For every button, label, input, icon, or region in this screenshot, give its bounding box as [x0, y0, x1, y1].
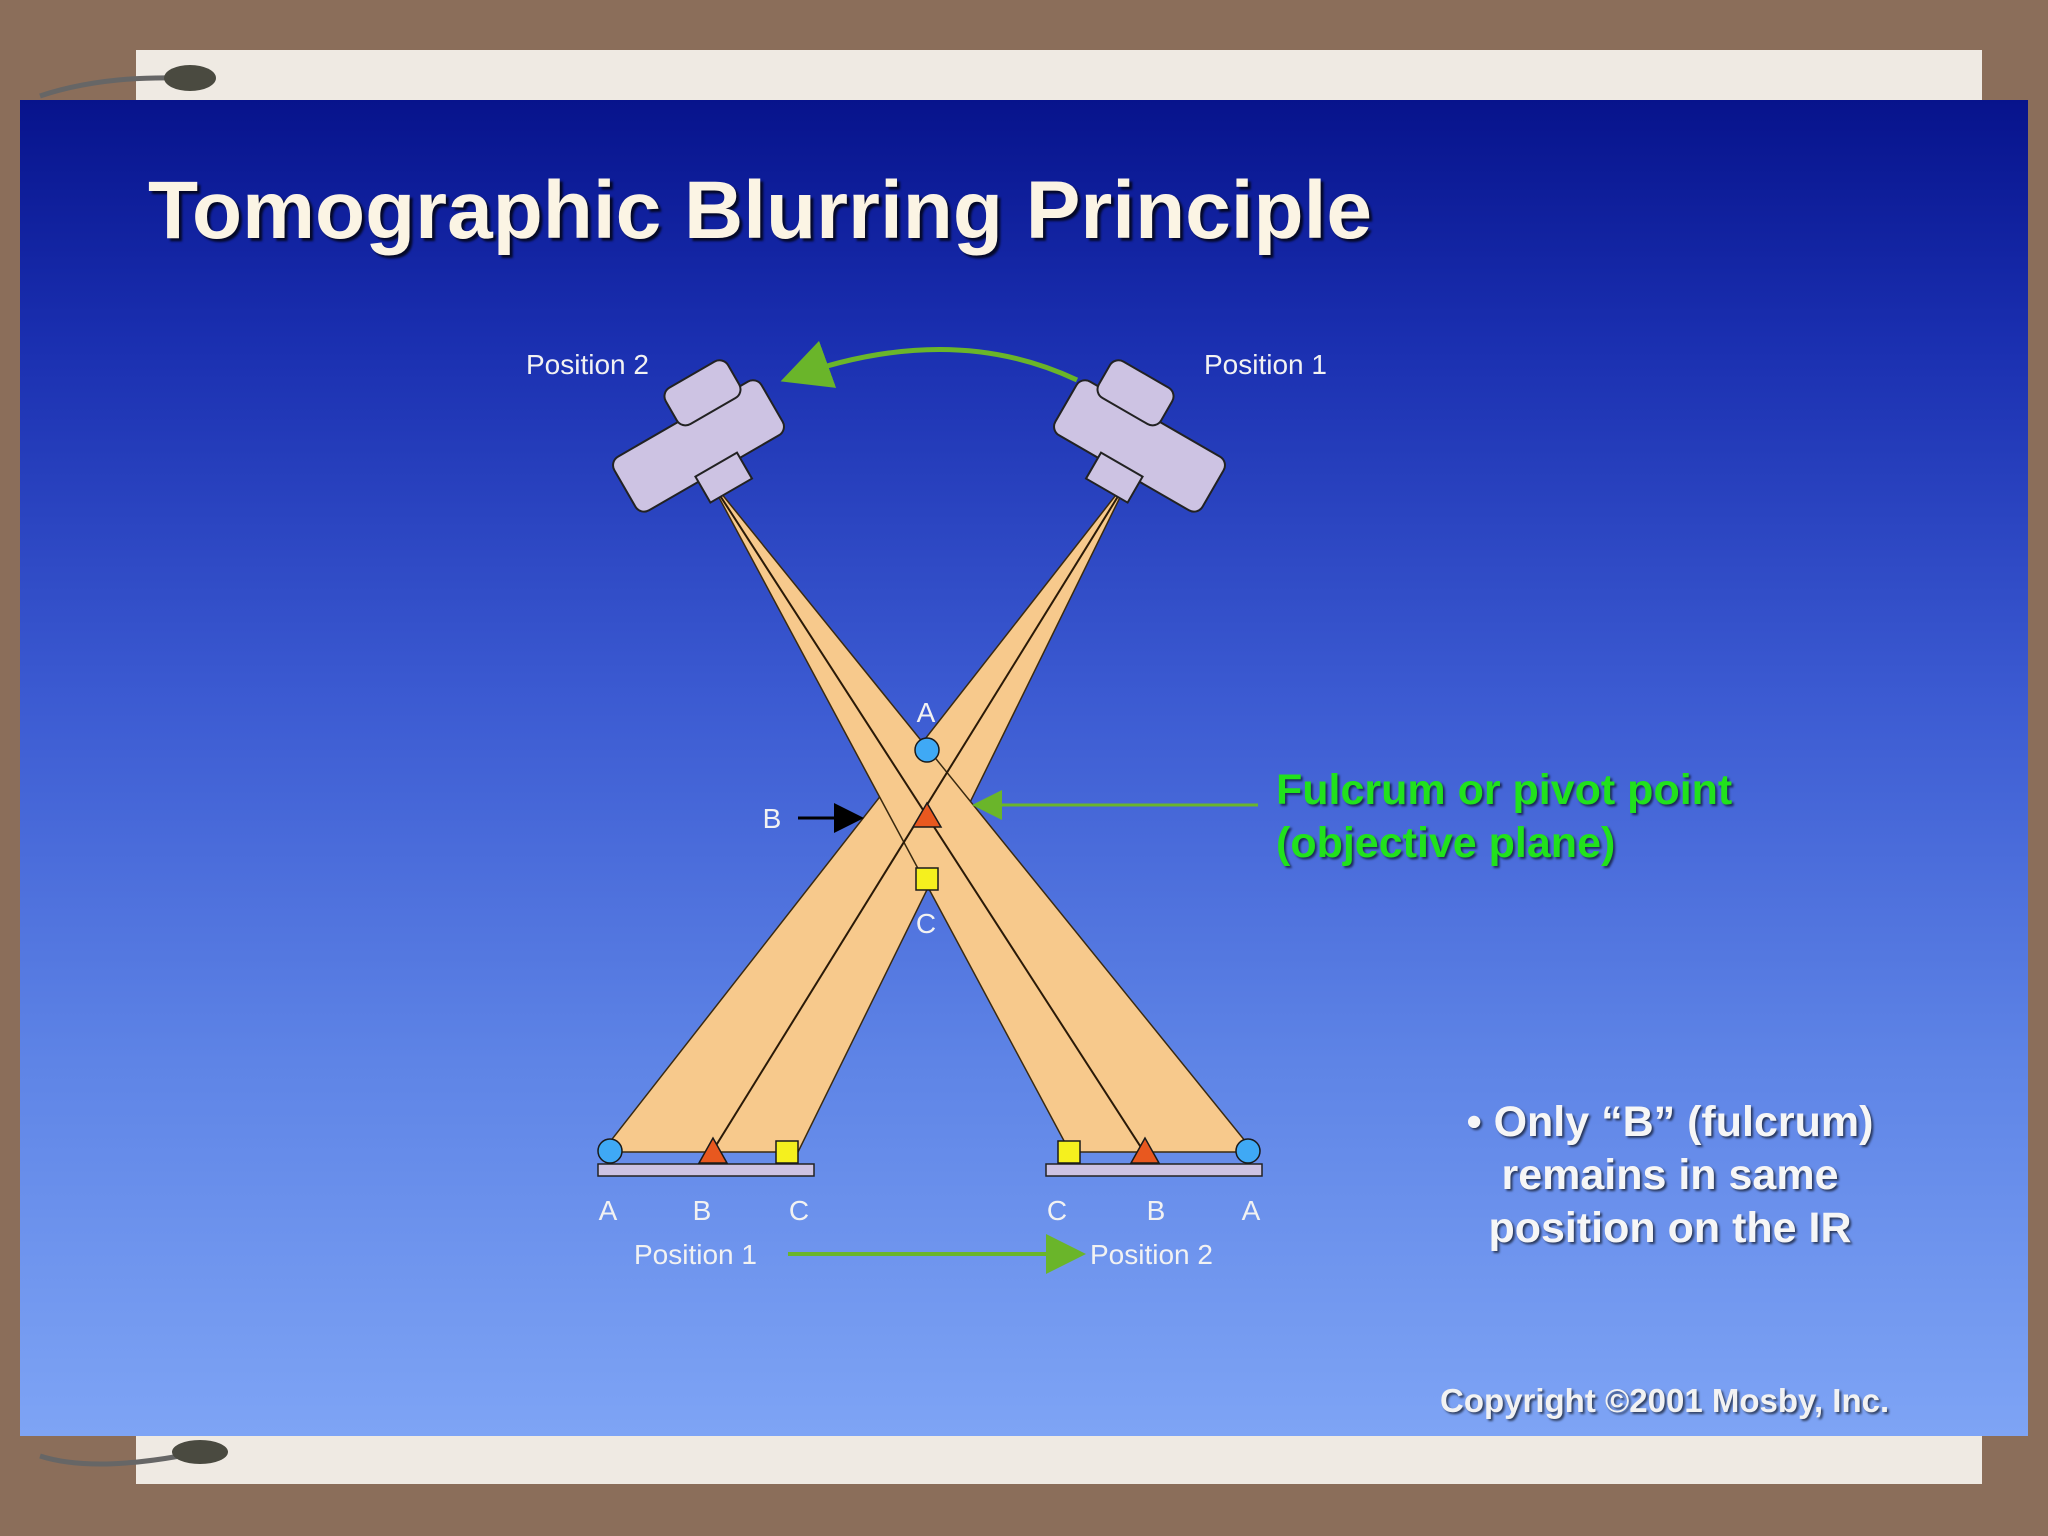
- ir-position-1-label: Position 1: [634, 1239, 757, 1270]
- ir2-point-c: [1057, 1140, 1081, 1164]
- slide: Tomographic Blurring Principle: [20, 100, 2028, 1436]
- fulcrum-label-line-1: Fulcrum or pivot point: [1276, 766, 1733, 814]
- ir1-point-b: [697, 1136, 729, 1164]
- ir2-label-c: C: [1047, 1195, 1067, 1226]
- ir2-point-b: [1129, 1136, 1161, 1164]
- ir2-point-a: [1235, 1138, 1261, 1164]
- ir1-label-a: A: [599, 1195, 618, 1226]
- fulcrum-label: Fulcrum or pivot point (objective plane): [1276, 764, 1732, 870]
- binder-ring-top: [39, 65, 216, 99]
- notebook-page-bottom-edge: [136, 1434, 1982, 1484]
- ir1-point-c: [775, 1140, 799, 1164]
- x-ray-tube-position-1: [1053, 359, 1226, 513]
- ir-position-2-label: Position 2: [1090, 1239, 1213, 1270]
- tomography-diagram: Position 2 Position 1 A B C A B C C B A …: [526, 340, 1327, 1274]
- image-receptor-position-1: [597, 1163, 815, 1177]
- object-label-b: B: [763, 803, 782, 834]
- fulcrum-label-line-2: (objective plane): [1276, 819, 1616, 867]
- object-point-a: [914, 737, 940, 763]
- ir1-label-b: B: [693, 1195, 712, 1226]
- bullet-note-line-1: • Only “B” (fulcrum): [1466, 1098, 1874, 1146]
- tube-motion-arrow: [780, 340, 1079, 388]
- binder-ring-bottom: [39, 1440, 228, 1467]
- object-point-c: [915, 867, 939, 891]
- ir1-point-a: [597, 1138, 623, 1164]
- ir1-label-c: C: [789, 1195, 809, 1226]
- copyright-notice: Copyright ©2001 Mosby, Inc.: [1440, 1382, 1890, 1419]
- object-label-a: A: [917, 697, 936, 728]
- image-receptor-position-2: [1045, 1163, 1263, 1177]
- ir2-label-a: A: [1242, 1195, 1261, 1226]
- notebook-page-top-edge: [136, 50, 1982, 102]
- bullet-note: • Only “B” (fulcrum) remains in same pos…: [1410, 1096, 1930, 1255]
- bullet-note-line-2: remains in same: [1501, 1151, 1839, 1199]
- tube-label-position-2: Position 2: [526, 349, 649, 380]
- x-ray-tube-position-2: [612, 359, 785, 513]
- object-point-b: [911, 801, 943, 828]
- tube-label-position-1: Position 1: [1204, 349, 1327, 380]
- object-label-c: C: [916, 908, 936, 939]
- slide-title: Tomographic Blurring Principle: [148, 165, 1373, 256]
- bullet-note-line-3: position on the IR: [1488, 1204, 1852, 1252]
- ir2-label-b: B: [1147, 1195, 1166, 1226]
